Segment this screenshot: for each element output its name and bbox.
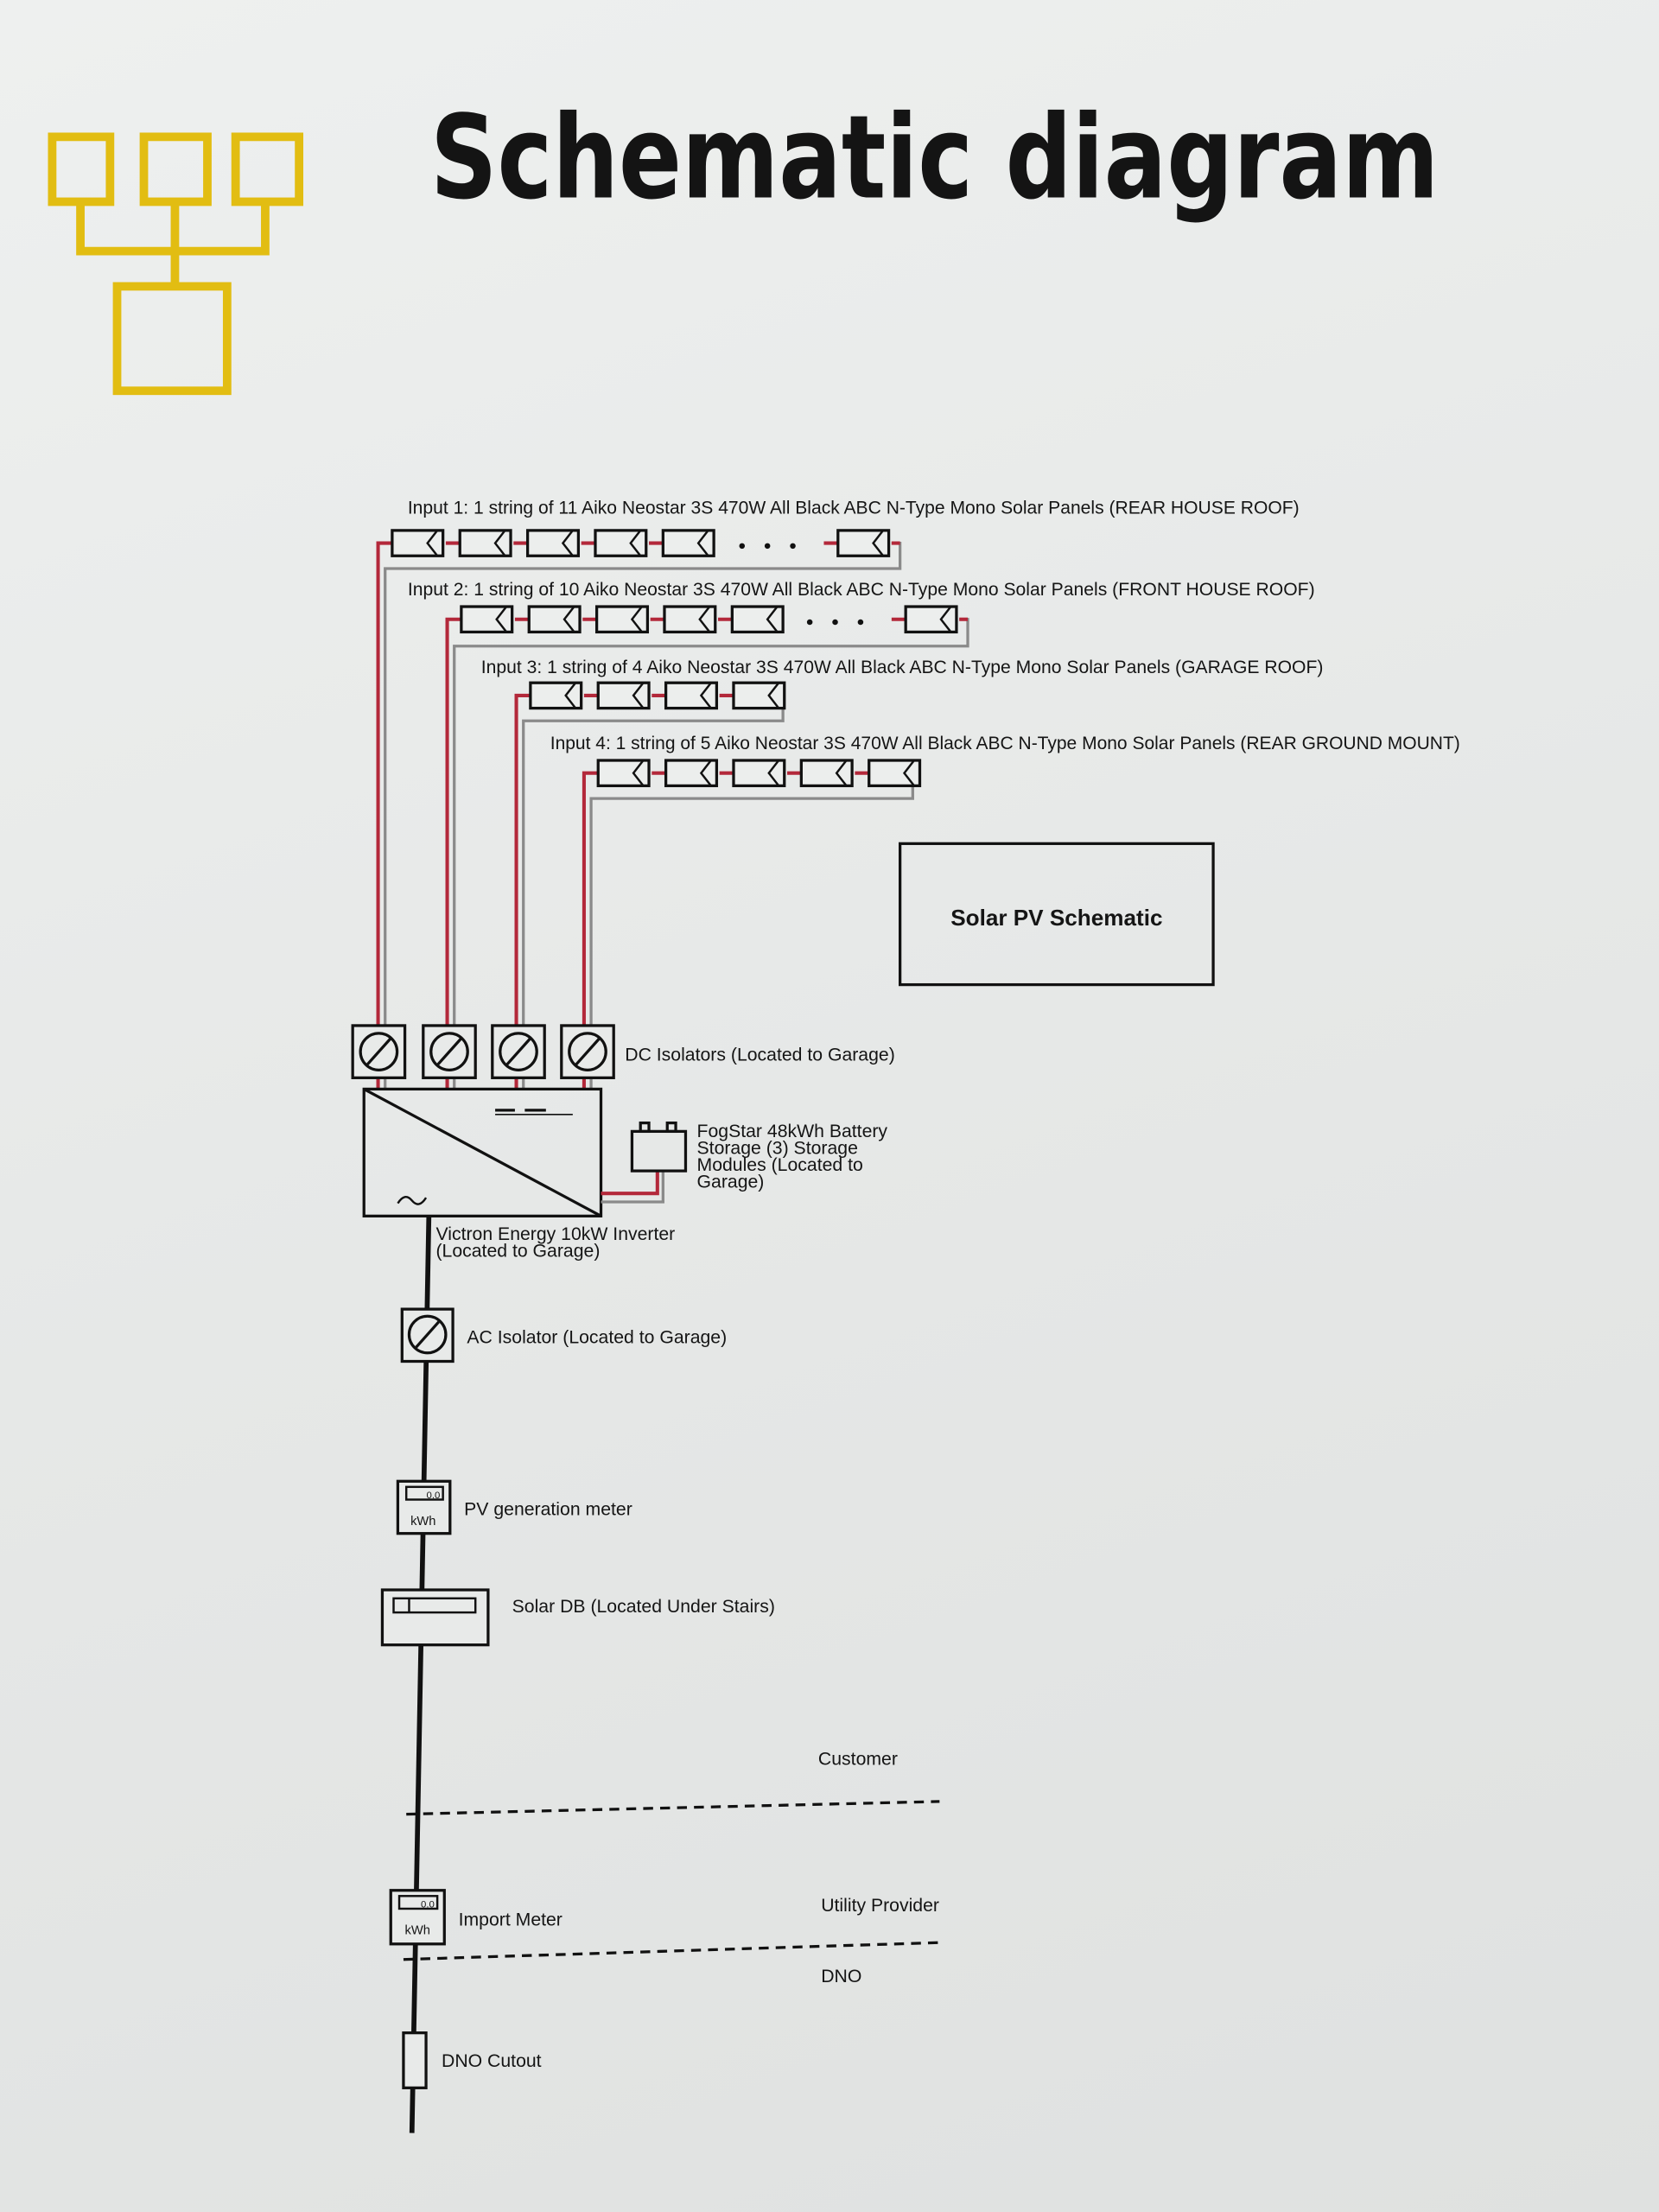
ac-isolator-label: AC Isolator (Located to Garage): [467, 1327, 727, 1347]
dc-isolators-label: DC Isolators (Located to Garage): [625, 1046, 895, 1065]
pv-meter-reading: 0.0: [427, 1491, 441, 1501]
solar-panel-icon: [730, 605, 785, 634]
pv-meter-unit: kWh: [410, 1515, 435, 1529]
solar-panel-icon: [664, 759, 719, 788]
schematic-logo-icon: [48, 132, 304, 396]
dc-isolator-icon: [491, 1024, 546, 1090]
solar-panel-icon: [594, 605, 650, 634]
dno-label: DNO: [821, 1967, 861, 1986]
schematic-title-box: [899, 842, 1215, 987]
solar-panel-icon: [525, 529, 581, 557]
solar-db-icon: [380, 1588, 490, 1647]
solar-panel-icon: [458, 529, 512, 557]
string-label-2: Input 2: 1 string of 10 Aiko Neostar 3S …: [408, 580, 1315, 600]
solar-panel-icon: [460, 605, 514, 634]
page-title: Schematic diagram: [430, 91, 1439, 226]
solar-panel-icon: [732, 681, 786, 710]
pv-string-1: Input 1: 1 string of 11 Aiko Neostar 3S …: [376, 498, 1300, 1026]
inverter-icon: [362, 1087, 603, 1217]
string-label-3: Input 3: 1 string of 4 Aiko Neostar 3S 4…: [481, 658, 1324, 677]
battery-icon: [630, 1121, 688, 1173]
pv-meter-label: PV generation meter: [464, 1499, 632, 1519]
solar-panel-icon: [664, 681, 719, 710]
solar-panel-icon: [663, 605, 717, 634]
ac-main-line: [409, 1216, 432, 2133]
solar-panel-icon: [836, 529, 891, 557]
solar-panel-icon: [596, 759, 651, 788]
solar-panel-icon: [799, 759, 854, 788]
solar-panel-icon: [904, 605, 958, 634]
import-meter-unit: kWh: [405, 1923, 430, 1937]
dno-cutout-label: DNO Cutout: [442, 2051, 542, 2071]
battery-label-line4: Garage): [697, 1173, 765, 1192]
pv-string-3: Input 3: 1 string of 4 Aiko Neostar 3S 4…: [481, 658, 1324, 1026]
import-meter-icon: [389, 1889, 446, 1946]
customer-boundary-line: [406, 1800, 940, 1816]
pv-string-2: Input 2: 1 string of 10 Aiko Neostar 3S …: [408, 580, 1315, 1026]
solar-panel-icon: [596, 681, 651, 710]
dno-boundary-line: [403, 1941, 940, 1961]
dc-isolator-icon: [422, 1024, 477, 1090]
solar-panel-icon: [661, 529, 715, 557]
solar-panel-icon: [732, 759, 786, 788]
dc-isolator-icon: [351, 1024, 407, 1090]
pv-strings: Input 1: 1 string of 11 Aiko Neostar 3S …: [376, 498, 1460, 1026]
inverter-label-line1: Victron Energy 10kW Inverter: [435, 1224, 675, 1244]
battery-label-line3: Modules (Located to: [697, 1155, 863, 1175]
solar-panel-icon: [594, 529, 648, 557]
dc-isolator-icon: [560, 1024, 615, 1090]
customer-label: Customer: [818, 1749, 898, 1769]
utility-provider-label: Utility Provider: [821, 1896, 939, 1916]
inverter-label-line2: (Located to Garage): [435, 1242, 600, 1262]
solar-panel-icon: [391, 529, 445, 557]
string-label-4: Input 4: 1 string of 5 Aiko Neostar 3S 4…: [550, 734, 1460, 753]
pv-string-4: Input 4: 1 string of 5 Aiko Neostar 3S 4…: [550, 734, 1460, 1026]
ac-isolator-icon: [400, 1307, 454, 1363]
solar-panel-icon: [529, 681, 583, 710]
more-panels-ellipsis-icon: [739, 543, 796, 550]
dno-cutout-icon: [402, 2031, 428, 2089]
solar-panel-icon: [868, 759, 922, 788]
schematic-box-label: Solar PV Schematic: [950, 905, 1162, 931]
pv-meter-icon: [396, 1479, 452, 1535]
more-panels-ellipsis-icon: [806, 619, 864, 626]
battery-label-line1: FogStar 48kWh Battery: [697, 1122, 888, 1141]
dc-isolators: [351, 1024, 615, 1090]
solar-panel-icon: [527, 605, 582, 634]
import-meter-label: Import Meter: [459, 1910, 563, 1930]
string-label-1: Input 1: 1 string of 11 Aiko Neostar 3S …: [408, 498, 1300, 518]
solar-db-label: Solar DB (Located Under Stairs): [512, 1597, 775, 1617]
battery-label-line2: Storage (3) Storage: [697, 1139, 858, 1159]
import-meter-reading: 0.0: [421, 1899, 435, 1910]
